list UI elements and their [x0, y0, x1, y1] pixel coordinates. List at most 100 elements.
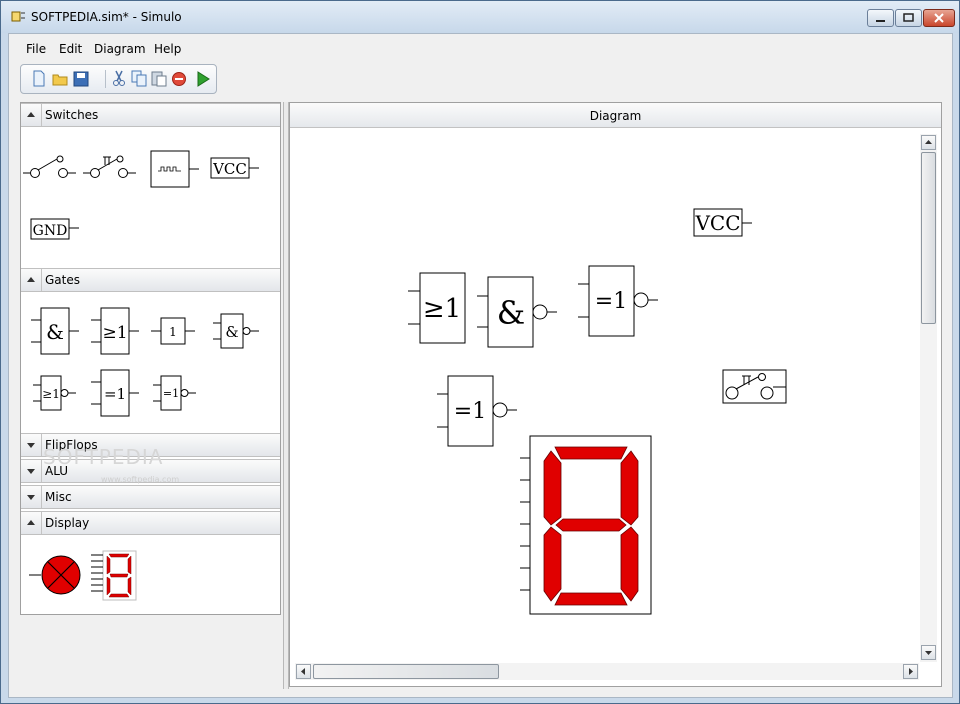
gnd-label: GND	[33, 223, 68, 239]
diagram-xnor-gate[interactable]: =1	[578, 265, 658, 337]
diagram-xnor-label-2: =1	[454, 399, 486, 424]
segment-f	[543, 450, 562, 526]
close-icon	[934, 13, 944, 23]
and-gate-component[interactable]: &	[31, 307, 79, 355]
expand-button[interactable]	[21, 460, 42, 482]
diagram-nand-gate[interactable]: &	[477, 276, 557, 348]
segments	[543, 446, 639, 606]
buffer-gate-component[interactable]: 1	[151, 317, 195, 345]
diagram-canvas[interactable]: VCC ≥1 &	[290, 128, 918, 662]
and-label: &	[46, 320, 64, 344]
paste-icon[interactable]	[151, 70, 167, 87]
vcc-component[interactable]: VCC	[210, 157, 259, 179]
menu-help[interactable]: Help	[154, 42, 182, 56]
menu-diagram[interactable]: Diagram	[94, 42, 146, 56]
segment-d	[554, 592, 628, 606]
panel-splitter[interactable]	[283, 102, 289, 689]
open-folder-icon[interactable]	[52, 70, 68, 87]
gates-palette: & ≥1 1	[31, 307, 259, 417]
save-icon[interactable]	[73, 70, 89, 87]
section-label: Misc	[45, 490, 72, 504]
vcc-label: VCC	[212, 160, 247, 178]
new-file-icon[interactable]	[31, 70, 47, 87]
section-header-display[interactable]: Display	[21, 511, 280, 535]
switch-component[interactable]	[23, 155, 76, 178]
section-header-alu[interactable]: ALU	[21, 459, 280, 483]
diagram-seven-segment[interactable]	[520, 435, 652, 615]
gnd-component[interactable]: GND	[30, 218, 79, 240]
chevron-down-icon	[27, 495, 35, 500]
section-label: FlipFlops	[45, 438, 98, 452]
switches-palette: VCC GND	[23, 150, 259, 240]
diagram-or-gate[interactable]: ≥1	[408, 272, 466, 344]
chevron-down-icon	[27, 469, 35, 474]
segment-g	[555, 518, 627, 532]
run-icon[interactable]	[195, 70, 211, 87]
diagram-and-label: &	[497, 294, 525, 332]
chevron-up-icon	[27, 520, 35, 525]
section-label: Display	[45, 516, 90, 530]
section-label: Gates	[45, 273, 80, 287]
section-header-switches[interactable]: Switches	[21, 103, 280, 127]
diagram-xnor-gate-2[interactable]: =1	[437, 375, 517, 447]
menu-file[interactable]: File	[26, 42, 47, 56]
segment-e	[543, 526, 562, 602]
scroll-down-button[interactable]	[921, 645, 936, 660]
nand-gate-component[interactable]: &	[213, 313, 259, 349]
xnor-label: =1	[163, 387, 179, 400]
nor-gate-component[interactable]: ≥1	[33, 375, 76, 411]
section-header-gates[interactable]: Gates	[21, 268, 280, 292]
section-header-flipflops[interactable]: FlipFlops	[21, 433, 280, 457]
component-palette: Switches	[20, 102, 281, 615]
minimize-icon	[876, 20, 885, 22]
diagram-title: Diagram	[589, 109, 642, 123]
scroll-up-button[interactable]	[921, 135, 936, 150]
xnor-gate-component[interactable]: =1	[153, 375, 196, 411]
diagram-vcc[interactable]: VCC	[693, 208, 752, 237]
copy-icon[interactable]	[131, 70, 147, 87]
collapse-button[interactable]	[21, 512, 42, 534]
menu-edit[interactable]: Edit	[59, 42, 83, 56]
close-button[interactable]	[923, 9, 955, 27]
collapse-button[interactable]	[21, 104, 42, 126]
expand-button[interactable]	[21, 486, 42, 508]
seven-segment-component[interactable]	[91, 550, 137, 601]
collapse-button[interactable]	[21, 269, 42, 291]
vertical-scroll-thumb[interactable]	[921, 152, 936, 324]
pushbutton-component[interactable]	[83, 155, 136, 178]
stop-icon[interactable]	[171, 70, 187, 87]
diagram-pushbutton[interactable]	[722, 369, 787, 404]
expand-button[interactable]	[21, 434, 42, 456]
horizontal-scroll-thumb[interactable]	[313, 664, 499, 679]
clock-component[interactable]	[150, 150, 199, 188]
horizontal-scrollbar[interactable]	[295, 663, 919, 680]
scroll-left-button[interactable]	[296, 664, 311, 679]
title-bar[interactable]: SOFTPEDIA.sim* - Simulo	[1, 1, 959, 33]
or-gate-component[interactable]: ≥1	[91, 307, 139, 355]
section-body-switches: VCC GND	[21, 127, 280, 267]
section-label: ALU	[45, 464, 69, 478]
nand-label: &	[225, 323, 238, 341]
maximize-button[interactable]	[895, 9, 922, 27]
window-controls	[867, 9, 955, 27]
toolbar-separator	[105, 70, 106, 88]
section-header-misc[interactable]: Misc	[21, 485, 280, 509]
section-body-display	[21, 535, 280, 613]
xor-gate-component[interactable]: =1	[91, 369, 139, 417]
vertical-scrollbar[interactable]	[920, 134, 937, 662]
minimize-button[interactable]	[867, 9, 894, 27]
window-title: SOFTPEDIA.sim* - Simulo	[31, 10, 182, 24]
segment-c	[620, 526, 639, 602]
display-palette	[29, 550, 137, 601]
diagram-or-label: ≥1	[423, 294, 461, 324]
segment-a	[554, 446, 628, 460]
led-lamp-component[interactable]	[29, 555, 81, 595]
nor-label: ≥1	[42, 387, 60, 401]
client-area: File Edit Diagram Help	[8, 33, 953, 698]
cut-icon[interactable]	[111, 70, 127, 87]
scroll-right-button[interactable]	[903, 664, 918, 679]
arrow-down-icon	[925, 651, 932, 655]
buffer-label: 1	[169, 325, 177, 339]
arrow-up-icon	[925, 140, 932, 144]
